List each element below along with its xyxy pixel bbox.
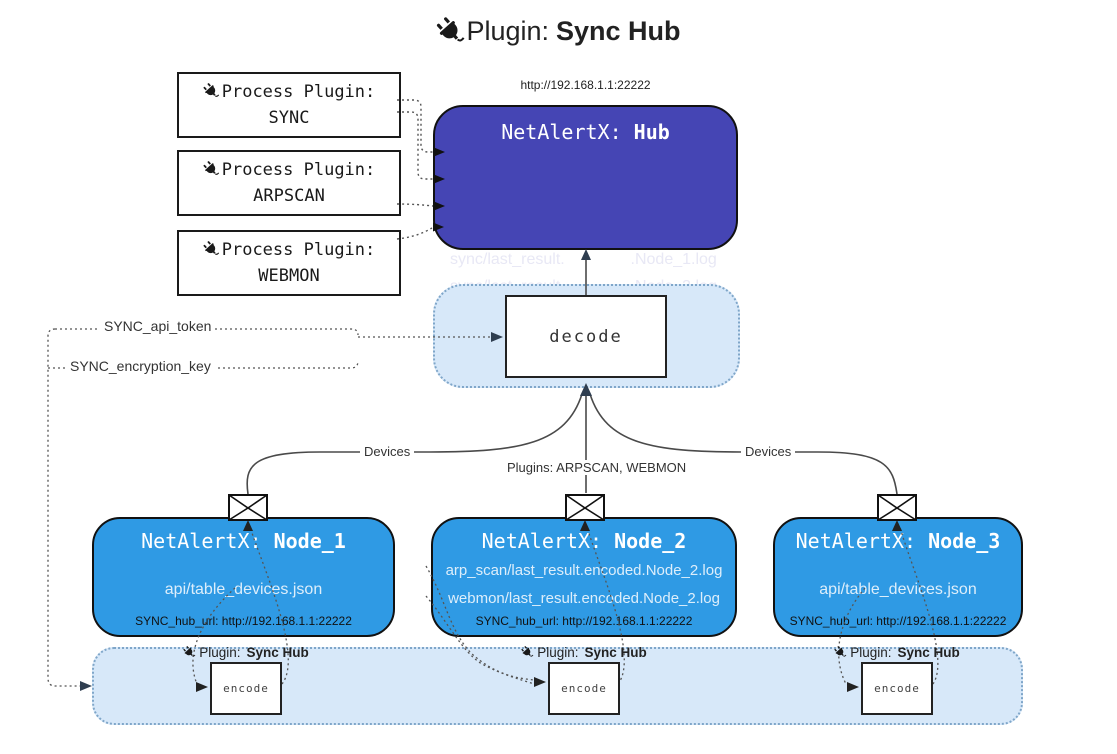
plug-icon [199,238,223,262]
process-plugin-name: SYNC [268,108,310,128]
process-plugin-box-webmon: Process Plugin: WEBMON [177,230,401,296]
wire-settings-to-band [47,328,82,687]
node3-box: NetAlertX: Node_3 api/table_devices.json… [773,517,1023,637]
node1-title: NetAlertX: Node_1 [141,529,346,553]
hub-title: NetAlertX: Hub [501,120,670,144]
process-plugin-box-arpscan: Process Plugin: ARPSCAN [177,150,401,216]
process-plugin-label: Process Plugin: [221,81,376,102]
wire-arpscan-to-log3 [396,203,434,207]
sync-api-token-label: SYNC_api_token [100,318,216,334]
node3-title: NetAlertX: Node_3 [795,529,1001,553]
wire-sync-to-log2 [397,111,433,180]
node2-box: NetAlertX: Node_2 arp_scan/last_result.e… [431,517,737,637]
node2-file: webmon/last_result.encoded.Node_2.log [448,590,720,607]
page-title-name: Sync Hub [556,16,681,46]
node2-title: NetAlertX: Node_2 [481,529,687,553]
sync-encryption-key-label: SYNC_encryption_key [66,358,215,374]
node3-file: api/table_devices.json [819,581,977,598]
hub-log-line: sync/last_result.decoded.Node_1.log [450,251,717,268]
node1-box: NetAlertX: Node_1 api/table_devices.json… [92,517,395,637]
encode-box-node3: encode [861,662,933,715]
process-plugin-name: ARPSCAN [253,186,325,206]
node2-hub-url: SYNC_hub_url: http://192.168.1.1:22222 [475,614,693,628]
decode-box: decode [505,295,667,378]
devices-label-right: Devices [741,444,796,459]
process-plugin-box-sync: Process Plugin: SYNC [177,72,401,138]
node1-hub-url: SYNC_hub_url: http://192.168.1.1:22222 [135,614,352,628]
plug-icon [832,643,850,661]
hub-box: NetAlertX: Hub sync/last_result.decoded.… [433,105,738,344]
encode-box-node1: encode [210,662,282,715]
band-plugin-label: Plugin:Sync Hub [146,645,346,660]
process-plugin-label: Process Plugin: [221,239,376,260]
edge-node1-to-decode [246,393,583,495]
devices-label-left: Devices [360,444,415,459]
band-plugin-label: Plugin:Sync Hub [797,645,997,660]
band-plugin-label: Plugin:Sync Hub [484,645,684,660]
page-title: Plugin: Sync Hub [0,16,1117,47]
plug-icon [199,80,223,104]
plug-icon [199,158,223,182]
arrowhead-into-band-left [80,681,92,691]
plug-icon [181,643,199,661]
page-title-prefix: Plugin: [466,16,550,46]
wire-webmon-to-log4 [396,227,433,240]
encode-box-node2: encode [548,662,620,715]
hub-url-label: http://192.168.1.1:22222 [520,78,651,92]
wire-sync-to-log1 [397,99,433,153]
node3-hub-url: SYNC_hub_url: http://192.168.1.1:22222 [789,614,1007,628]
plug-icon [519,643,537,661]
node1-file: api/table_devices.json [164,581,323,598]
node2-file: arp_scan/last_result.encoded.Node_2.log [445,562,723,579]
process-plugin-label: Process Plugin: [221,159,376,180]
process-plugin-name: WEBMON [258,266,320,286]
plugins-edge-label: Plugins: ARPSCAN, WEBMON [503,460,691,475]
